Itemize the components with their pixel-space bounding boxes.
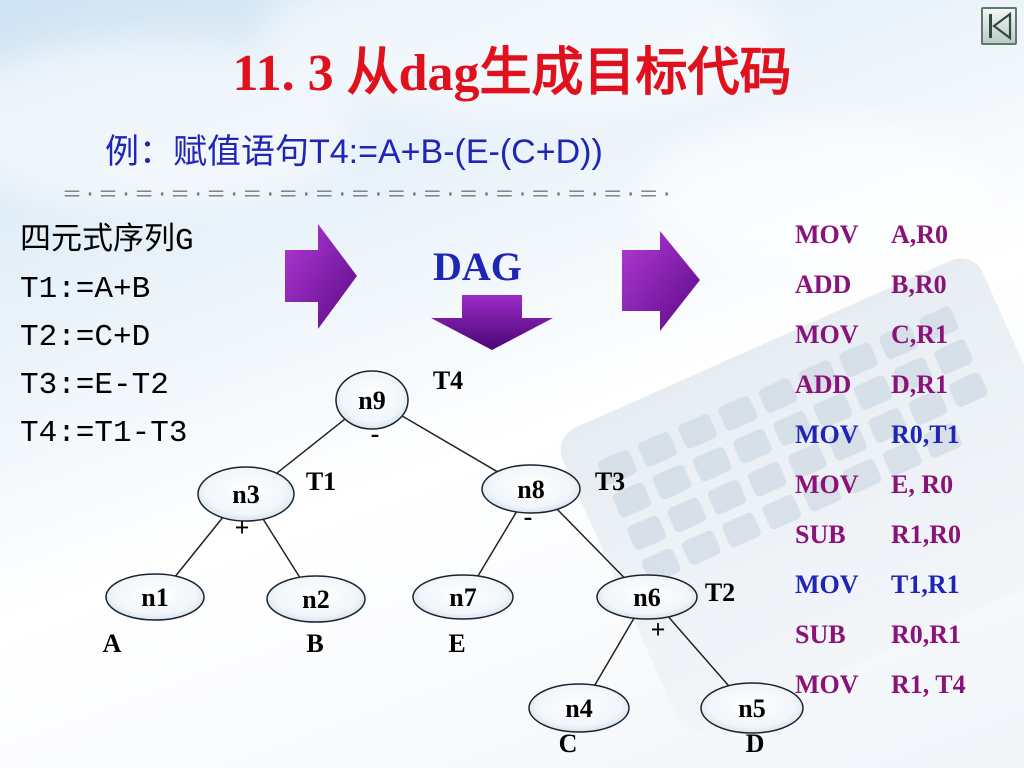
dag-node-n8 [481, 464, 581, 514]
dag-node-id: n6 [633, 583, 660, 612]
dag-edge [271, 417, 347, 478]
code-op: MOV [795, 320, 859, 349]
code-op: MOV [795, 470, 859, 499]
quadruple-line: T4:=T1-T3 [20, 416, 188, 451]
dag-node-id: n8 [517, 475, 544, 504]
code-line: ADD D,R1 [795, 363, 966, 413]
cloud-decoration [640, 120, 1000, 270]
dag-edge [172, 514, 226, 580]
dag-leaf-label: B [306, 629, 323, 658]
target-code-list: MOV A,R0 ADD B,R0 MOV C,R1 ADD D,R1 MOV R0,T1… [795, 213, 966, 713]
dag-node-tag: T3 [595, 467, 625, 496]
code-line: MOV C,R1 [795, 313, 966, 363]
code-line: ADD B,R0 [795, 263, 966, 313]
code-args: R1,R0 [891, 520, 962, 549]
dag-node-id: n5 [738, 694, 765, 723]
code-args: B,R0 [891, 270, 947, 299]
divider-line: ＝·＝·＝·＝·＝·＝·＝·＝·＝·＝·＝·＝·＝·＝·＝·＝·＝· [62, 182, 675, 202]
code-line: SUB R0,R1 [795, 613, 966, 663]
code-op: SUB [795, 520, 846, 549]
quadruple-list: 四元式序列G T1:=A+B T2:=C+D T3:=E-T2 T4:=T1-T… [20, 218, 194, 458]
code-line: MOV R0,T1 [795, 413, 966, 463]
code-line: MOV E, R0 [795, 463, 966, 513]
code-args: D,R1 [891, 370, 949, 399]
dag-node-id: n4 [565, 694, 592, 723]
code-line: MOV R1, T4 [795, 663, 966, 713]
dag-node-n6 [596, 574, 698, 620]
code-args: R0,T1 [891, 420, 960, 449]
nav-first-slide-button[interactable] [981, 7, 1017, 45]
right-arrow-icon [622, 231, 700, 331]
right-arrow-icon [285, 224, 357, 329]
dag-leaf-label: C [559, 729, 578, 758]
code-op: ADD [795, 270, 852, 299]
dag-node-n1 [105, 573, 205, 621]
dag-node-n4 [528, 683, 630, 733]
example-statement: 例：赋值语句T4:=A+B-(E-(C+D)) [105, 133, 603, 171]
dag-edge [399, 414, 507, 478]
code-op: ADD [795, 370, 852, 399]
dag-leaf-label: A [103, 629, 122, 658]
dag-leaf-label: E [448, 629, 465, 658]
dag-node-operator: - [371, 419, 380, 448]
dag-node-n5 [700, 682, 804, 734]
dag-node-n7 [412, 574, 514, 620]
code-line: MOV A,R0 [795, 213, 966, 263]
dag-node-operator: + [651, 615, 666, 644]
slide-title: 11. 3 从dag生成目标代码 [232, 45, 792, 102]
dag-edge [476, 509, 519, 578]
dag-label: DAG [433, 244, 522, 289]
skip-back-icon [989, 11, 1012, 41]
code-op: MOV [795, 220, 859, 249]
code-op: MOV [795, 570, 859, 599]
dag-node-operator: + [235, 513, 250, 542]
dag-node-tag: T4 [433, 366, 463, 395]
code-line: SUB R1,R0 [795, 513, 966, 563]
dag-node-n3 [197, 466, 295, 522]
dag-node-tag: T1 [306, 467, 336, 496]
code-op: MOV [795, 670, 859, 699]
dag-edge [261, 517, 302, 580]
dag-node-id: n9 [358, 386, 385, 415]
code-args: A,R0 [891, 220, 949, 249]
dag-node-n9 [335, 370, 409, 430]
dag-node-id: n2 [302, 585, 329, 614]
dag-leaf-label: D [746, 729, 765, 758]
dag-node-n2 [266, 575, 366, 623]
code-args: R0,R1 [891, 620, 962, 649]
dag-edge [665, 613, 732, 690]
down-arrow-icon [431, 295, 553, 350]
code-args: T1,R1 [891, 570, 960, 599]
code-args: R1, T4 [891, 670, 966, 699]
code-args: E, R0 [891, 470, 954, 499]
quadruple-line: T1:=A+B [20, 272, 151, 307]
dag-node-id: n7 [449, 583, 476, 612]
dag-edge [593, 616, 636, 687]
dag-node-id: n1 [141, 583, 168, 612]
dag-edge [553, 505, 629, 582]
code-op: MOV [795, 420, 859, 449]
quadruple-line: T2:=C+D [20, 320, 151, 355]
code-op: SUB [795, 620, 846, 649]
quadruple-line: T3:=E-T2 [20, 368, 169, 403]
code-line: MOV T1,R1 [795, 563, 966, 613]
dag-node-id: n3 [232, 480, 259, 509]
code-args: C,R1 [891, 320, 949, 349]
quadruple-heading: 四元式序列G [20, 224, 194, 259]
dag-node-operator: - [524, 502, 533, 531]
dag-node-tag: T2 [705, 578, 735, 607]
